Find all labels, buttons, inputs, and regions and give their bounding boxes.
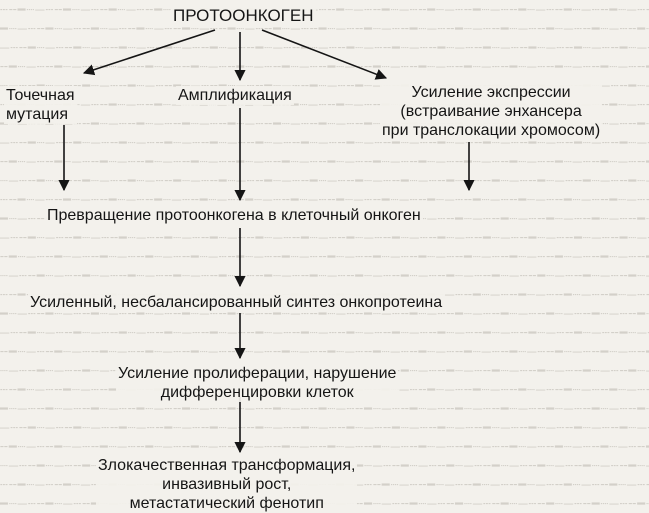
node-point-mutation: Точечная мутация (4, 86, 77, 124)
node-proliferation: Усиление пролиферации, нарушение диффере… (116, 364, 399, 402)
node-malignant-transformation-line3: метастатический фенотип (129, 495, 324, 512)
node-point-mutation-line2: мутация (6, 106, 68, 123)
node-malignant-transformation: Злокачественная трансформация, инвазивны… (96, 456, 358, 513)
node-amplification: Амплификация (176, 86, 294, 105)
node-malignant-transformation-line1: Злокачественная трансформация, (98, 457, 356, 474)
node-protooncogene-text: ПРОТООНКОГЕН (173, 6, 314, 25)
arrow-root-to-expression (261, 29, 388, 80)
node-enhanced-expression-line2: (встраивание энхансера (400, 103, 582, 120)
node-proliferation-line2: дифференцировки клеток (160, 384, 354, 401)
node-amplification-text: Амплификация (178, 87, 292, 104)
node-proliferation-line1: Усиление пролиферации, нарушение (118, 365, 397, 382)
arrow-root-to-mutation (82, 29, 216, 76)
node-point-mutation-line1: Точечная (6, 87, 75, 104)
node-conversion-to-oncogene: Превращение протоонкогена в клеточный он… (45, 206, 423, 225)
node-enhanced-expression-line1: Усиление экспрессии (411, 84, 571, 101)
node-protooncogene: ПРОТООНКОГЕН (171, 6, 316, 25)
node-oncoprotein-synthesis-text: Усиленный, несбалансированный синтез онк… (30, 294, 443, 311)
node-oncoprotein-synthesis: Усиленный, несбалансированный синтез онк… (28, 293, 445, 312)
node-conversion-to-oncogene-text: Превращение протоонкогена в клеточный он… (47, 207, 421, 224)
node-enhanced-expression-line3: при транслокации хромосом) (382, 122, 601, 139)
node-enhanced-expression: Усиление экспрессии (встраивание энхансе… (380, 83, 603, 140)
node-malignant-transformation-line2: инвазивный рост, (162, 476, 292, 493)
